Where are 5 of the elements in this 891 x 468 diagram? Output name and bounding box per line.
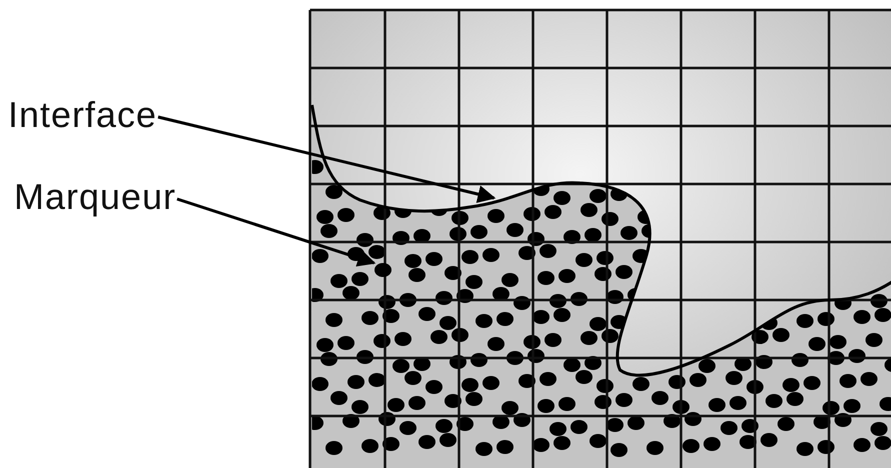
interface-curve — [310, 104, 891, 377]
callout-label: Marqueur — [14, 179, 176, 215]
leader-arrow — [176, 198, 376, 267]
callout-label: Interface — [8, 97, 158, 133]
leader-arrow — [158, 116, 496, 203]
